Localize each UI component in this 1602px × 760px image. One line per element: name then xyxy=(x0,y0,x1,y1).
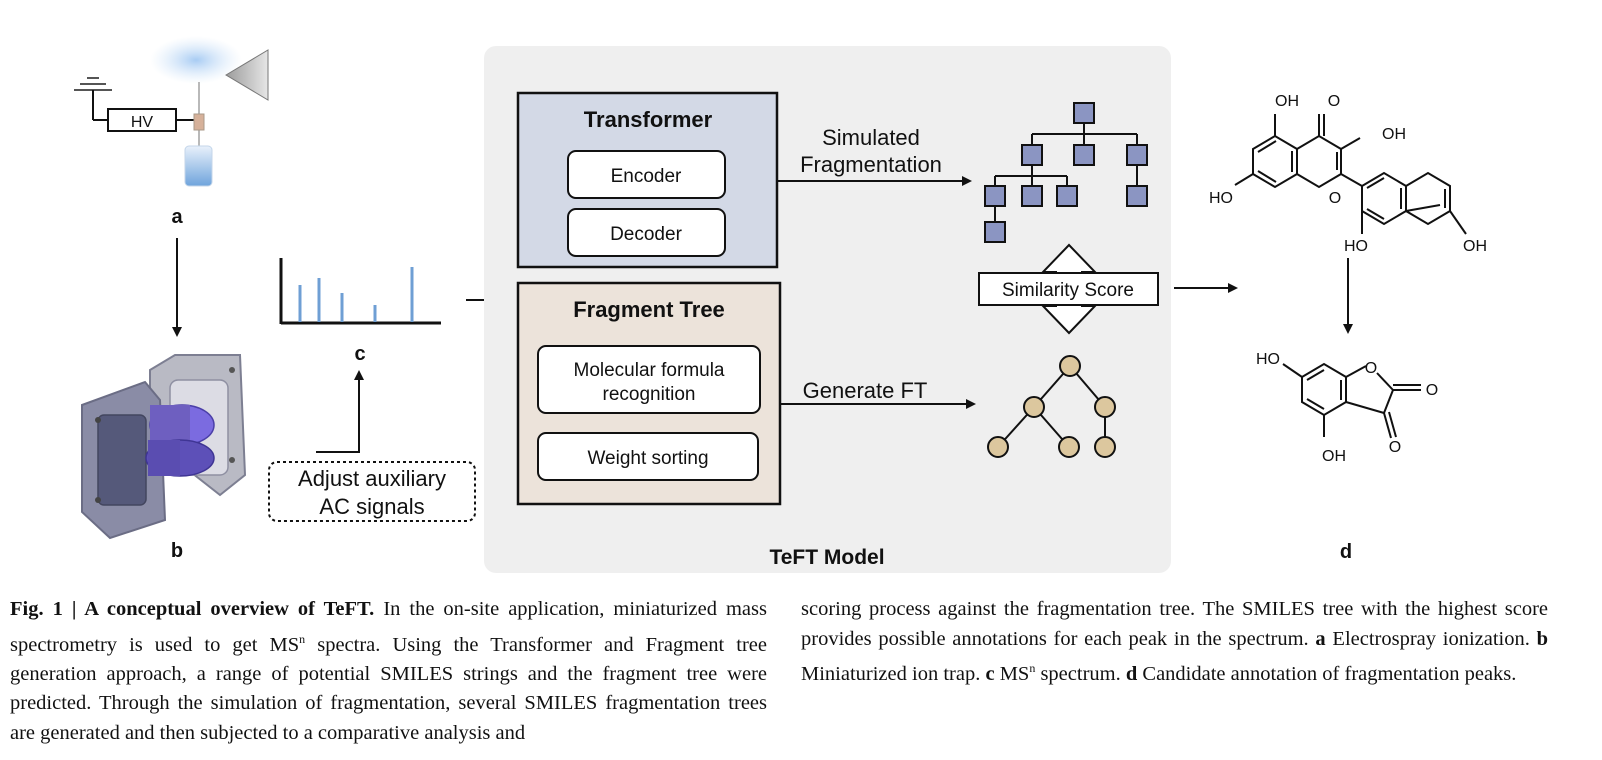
atom-label: O xyxy=(1365,360,1377,377)
caption-panel-label: b xyxy=(1536,627,1549,650)
tree-node xyxy=(1021,185,1043,207)
fragment-tree-icon xyxy=(987,355,1116,458)
transformer-block: Transformer Encoder Decoder xyxy=(516,91,779,269)
caption-superscript: n xyxy=(299,631,306,646)
caption-text: Candidate annotation of fragmentation pe… xyxy=(1137,662,1517,685)
similarity-score: Similarity Score xyxy=(978,243,1159,335)
tree-node xyxy=(984,221,1006,243)
electrospray-illustration: HV a xyxy=(74,36,269,228)
panel-d-label: d xyxy=(1340,541,1352,563)
panel-b-label: b xyxy=(171,540,183,562)
tree-node xyxy=(1094,436,1116,458)
transformer-title: Transformer xyxy=(584,107,713,132)
tree-node xyxy=(1094,396,1116,418)
sample-vial xyxy=(184,145,213,187)
similarity-label: Similarity Score xyxy=(1002,280,1134,301)
atom-label: OH xyxy=(1275,93,1299,110)
arrow-adjust-to-spectrum xyxy=(316,370,364,453)
atom-label: OH xyxy=(1463,238,1487,255)
spectrum-plot: c xyxy=(279,258,441,365)
caption-left: Fig. 1 | A conceptual overview of TeFT. … xyxy=(10,595,767,748)
decoder-label: Decoder xyxy=(610,224,682,245)
tree-node xyxy=(1056,185,1078,207)
adjust-ac-box xyxy=(268,461,476,522)
adjust-ac-text-2: AC signals xyxy=(319,494,424,519)
teft-model-title: TeFT Model xyxy=(769,546,884,569)
caption-panel-label: d xyxy=(1125,662,1138,685)
atom-label: O xyxy=(1426,382,1438,399)
simulated-label-1: Simulated xyxy=(822,125,920,150)
atom-label: HO xyxy=(1344,238,1368,255)
tree-node xyxy=(1073,102,1095,124)
generate-ft-label: Generate FT xyxy=(803,378,928,403)
caption-right: scoring process against the fragmentatio… xyxy=(801,595,1548,689)
tree-node xyxy=(1126,144,1148,166)
atom-label: HO xyxy=(1209,190,1233,207)
tree-node xyxy=(987,436,1009,458)
tree-node xyxy=(984,185,1006,207)
ms-inlet-cone xyxy=(225,49,269,101)
atom-label: O xyxy=(1329,190,1341,207)
atom-label: OH xyxy=(1382,126,1406,143)
hv-label: HV xyxy=(131,114,154,131)
caption-text: Electrospray ionization. xyxy=(1325,627,1530,650)
spray-plume xyxy=(150,36,242,84)
benzofurandione-structure xyxy=(1282,362,1421,439)
smiles-tree-icon xyxy=(984,102,1148,243)
formula-label-2: recognition xyxy=(603,384,696,405)
caption-text: In the on-site application, miniaturized… xyxy=(10,598,767,656)
caption-superscript: n xyxy=(1029,661,1036,675)
tree-node xyxy=(1059,355,1081,377)
caption-text: Miniaturized ion trap. xyxy=(801,662,981,685)
caption-text: MS xyxy=(994,662,1030,685)
fragment-tree-block: Fragment Tree Molecular formula recognit… xyxy=(516,281,782,506)
flavonoid-structure xyxy=(1234,114,1467,235)
fragment-tree-title: Fragment Tree xyxy=(573,297,725,322)
atom-label: O xyxy=(1389,439,1401,456)
figure-diagram: HV a b c Adjust auxiliary AC signals xyxy=(74,36,1487,573)
formula-label-1: Molecular formula xyxy=(574,360,725,381)
encoder-label: Encoder xyxy=(611,166,682,187)
caption-text: spectrum. xyxy=(1035,662,1121,685)
atom-label: OH xyxy=(1322,448,1346,465)
tree-node xyxy=(1126,185,1148,207)
panel-a-label: a xyxy=(171,206,183,228)
caption-panel-label: c xyxy=(985,662,995,685)
caption-text: scoring process against the fragmentatio… xyxy=(801,598,1548,650)
tree-node xyxy=(1073,144,1095,166)
caption-text: spectra. Using the Transformer and Fragm… xyxy=(10,633,767,744)
tree-node xyxy=(1023,396,1045,418)
weight-label: Weight sorting xyxy=(587,448,708,469)
atom-label: HO xyxy=(1256,351,1280,368)
simulated-label-2: Fragmentation xyxy=(800,152,942,177)
adjust-ac-text-1: Adjust auxiliary xyxy=(298,466,446,491)
ion-trap-illustration: b xyxy=(81,354,247,562)
atom-label: O xyxy=(1328,93,1340,110)
panel-c-label: c xyxy=(354,343,365,365)
tree-node xyxy=(1021,144,1043,166)
caption-panel-label: a xyxy=(1315,627,1326,650)
figure-label: Fig. 1 | A conceptual overview of TeFT. xyxy=(10,598,375,620)
tree-node xyxy=(1058,436,1080,458)
